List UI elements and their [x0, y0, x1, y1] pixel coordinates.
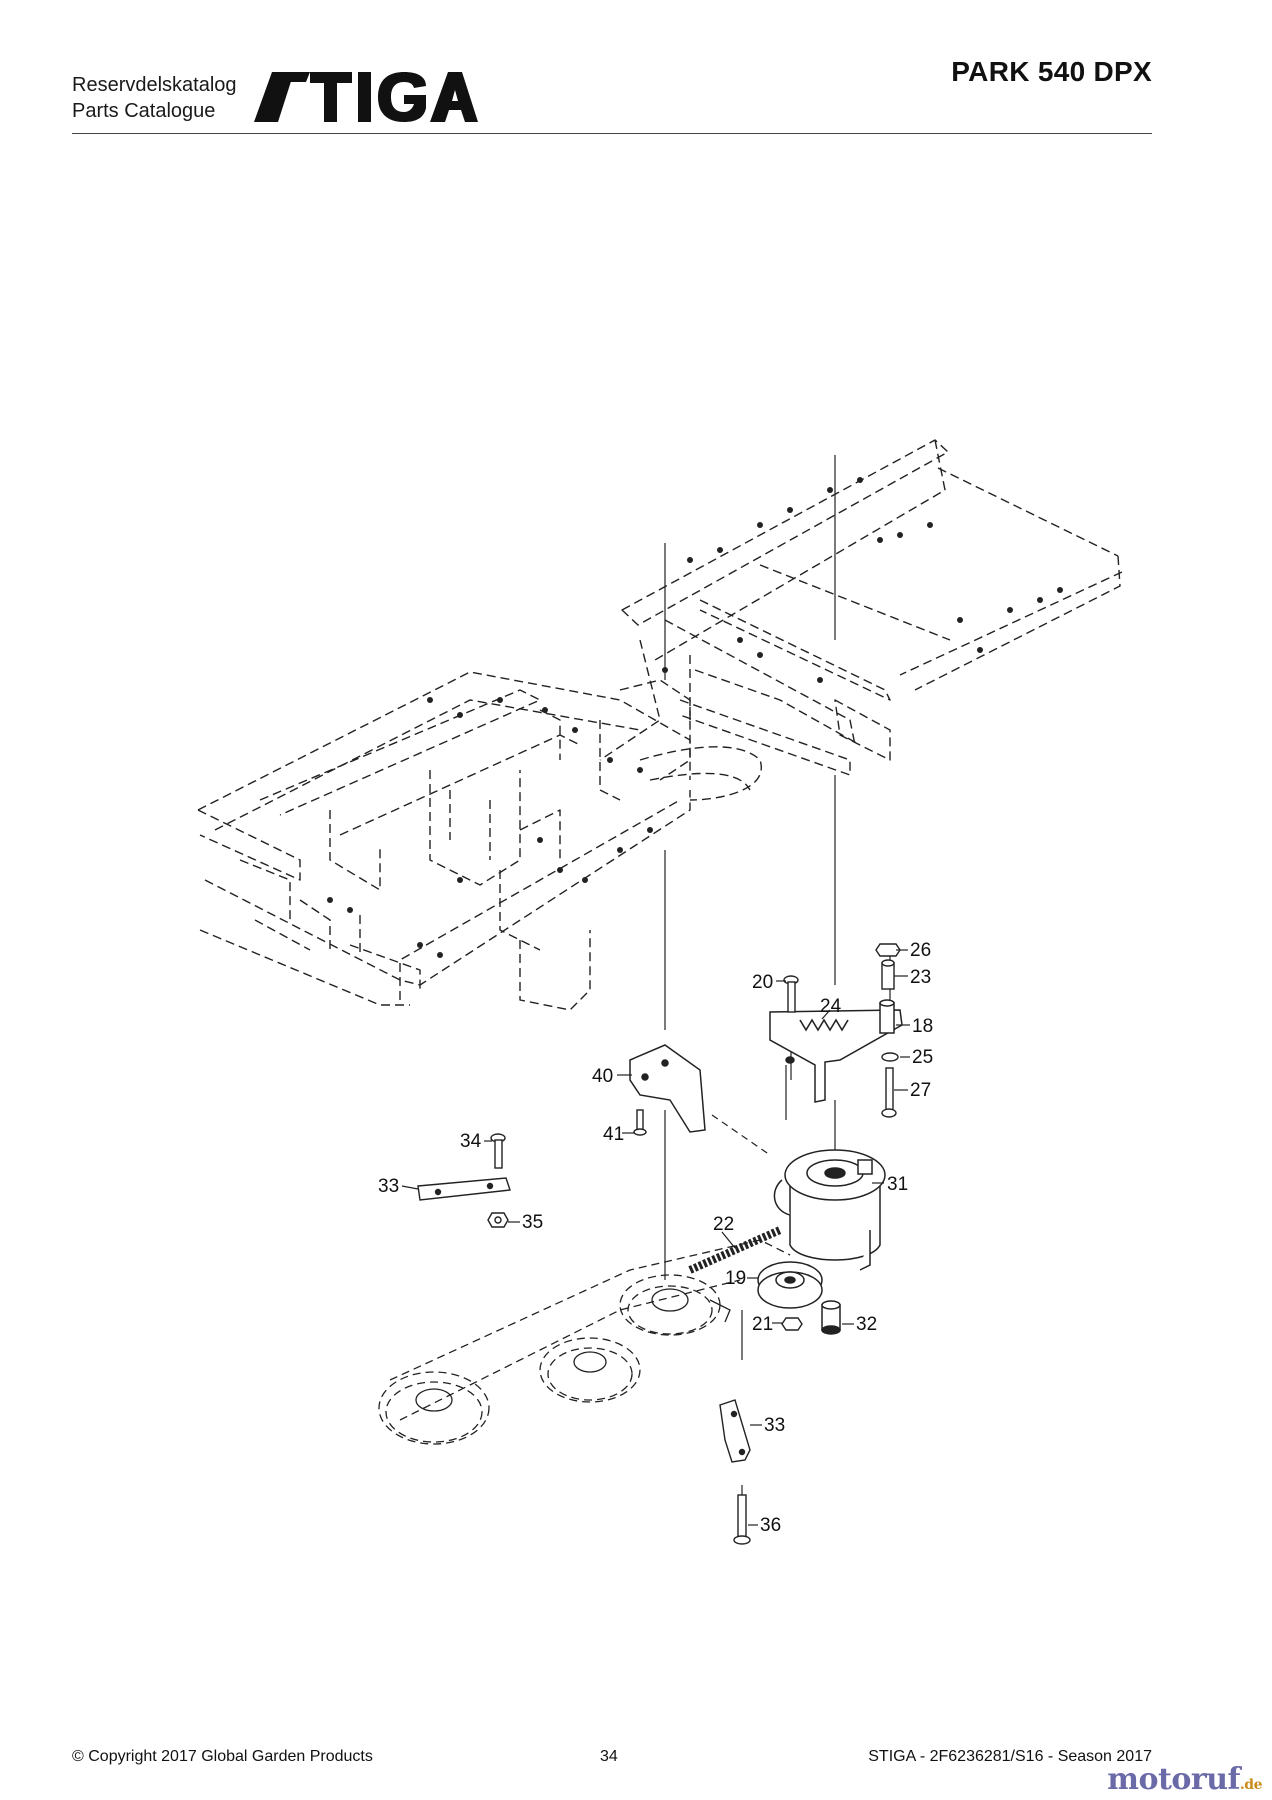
callout-25: 25 — [912, 1047, 933, 1068]
spacer-23 — [881, 959, 895, 990]
model-title: PARK 540 DPX — [951, 56, 1152, 87]
nut-26 — [875, 943, 901, 957]
watermark-tld: .de — [1239, 1777, 1263, 1793]
callout-41: 41 — [603, 1124, 624, 1145]
plate-33-lower — [719, 1399, 751, 1463]
stiga-logo — [254, 72, 478, 122]
frame-holes — [327, 477, 1063, 958]
callout-32: 32 — [856, 1314, 877, 1335]
bolt-20 — [783, 975, 799, 1013]
callout-35: 35 — [522, 1212, 543, 1233]
bolt-36 — [733, 1494, 751, 1545]
callout-23: 23 — [910, 967, 931, 988]
electric-clutch — [773, 1149, 886, 1271]
callout-33-upper: 33 — [378, 1176, 399, 1197]
watermark: motoruf.de — [1107, 1762, 1262, 1797]
callout-leaders — [401, 949, 910, 1526]
callout-40: 40 — [592, 1066, 613, 1087]
callout-22: 22 — [713, 1214, 734, 1235]
callout-24: 24 — [820, 996, 842, 1017]
callout-27: 27 — [910, 1080, 931, 1101]
footer-copyright: © Copyright 2017 Global Garden Products — [72, 1748, 373, 1765]
watermark-name: motoruf — [1107, 1762, 1240, 1797]
bolt-41 — [633, 1109, 647, 1136]
footer-page-number: 34 — [600, 1748, 618, 1765]
callout-20: 20 — [752, 972, 773, 993]
bracket-40 — [629, 1044, 706, 1133]
catalog-title-swedish: Reservdelskatalog — [72, 74, 237, 96]
spring-24 — [799, 1018, 849, 1032]
footer-reference: STIGA - 2F6236281/S16 - Season 2017 — [868, 1748, 1152, 1765]
alignment-dashed-line — [711, 1114, 771, 1156]
washer-25 — [881, 1052, 899, 1062]
pulley-hubs — [415, 1288, 731, 1412]
callout-21: 21 — [752, 1314, 773, 1335]
bolt-34 — [490, 1133, 506, 1169]
spacer-32 — [821, 1300, 841, 1335]
tension-arm — [769, 999, 903, 1103]
callout-33-lower: 33 — [764, 1415, 785, 1436]
callout-31: 31 — [887, 1174, 908, 1195]
nut-21 — [781, 1317, 803, 1331]
callout-19: 19 — [725, 1268, 746, 1289]
chassis-frame — [197, 439, 1123, 1011]
toothed-belt — [688, 1226, 782, 1274]
callout-34: 34 — [460, 1131, 482, 1152]
callout-18: 18 — [912, 1016, 933, 1037]
idler-pulley — [757, 1261, 823, 1309]
bolt-27 — [881, 1067, 897, 1118]
header-divider — [72, 133, 1152, 134]
callout-26: 26 — [910, 940, 931, 961]
assembly-lines — [664, 455, 891, 1530]
catalog-title-english: Parts Catalogue — [72, 100, 216, 122]
callout-36: 36 — [760, 1515, 781, 1536]
plate-33-upper — [417, 1177, 511, 1201]
nut-35 — [487, 1212, 509, 1228]
